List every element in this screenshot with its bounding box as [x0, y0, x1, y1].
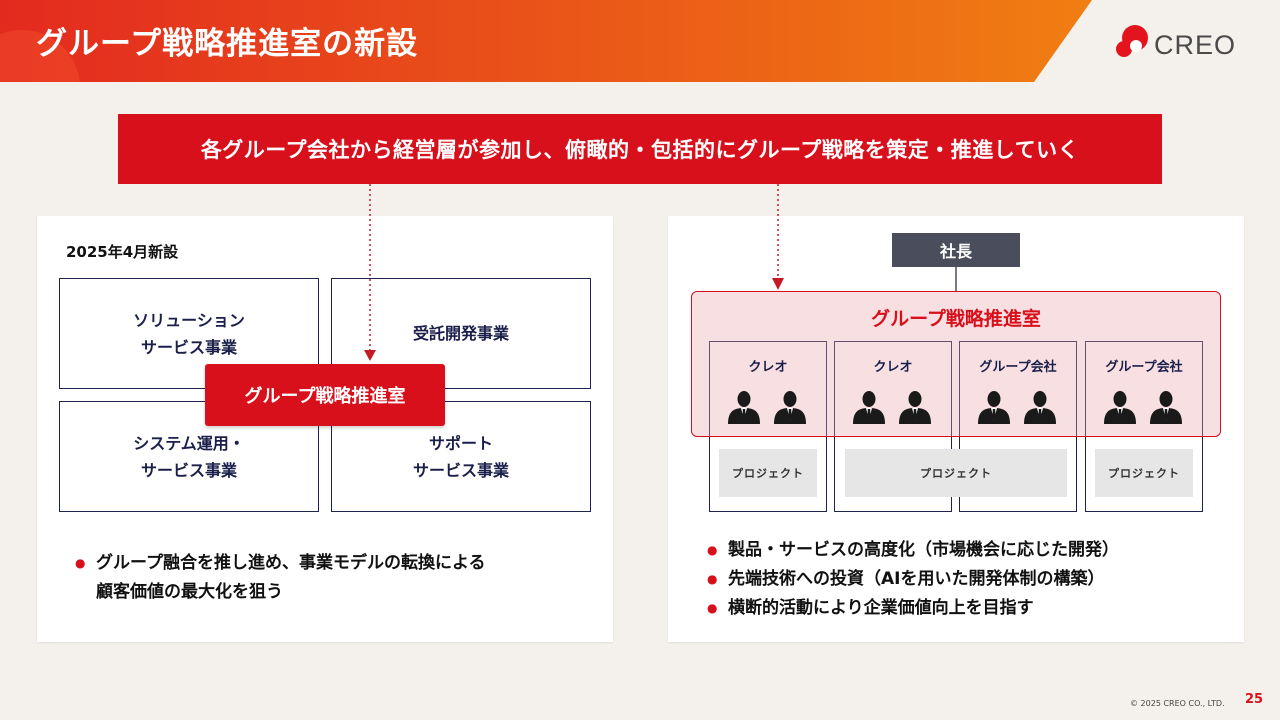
- group-strategy-office-box: グループ戦略推進室: [205, 364, 445, 426]
- member-column: [834, 341, 952, 512]
- dept-label-line: サービス事業: [140, 460, 237, 480]
- page-title: グループ戦略推進室の新設: [36, 26, 419, 62]
- member-column: [959, 341, 1077, 512]
- logo-text: CREO: [1154, 30, 1237, 60]
- list-item: ● 製品・サービスの高度化（市場機会に応じた開発）: [707, 536, 1228, 565]
- dept-label-line: システム運用・: [133, 433, 245, 453]
- member-label: クレオ: [748, 360, 788, 375]
- left-bullet: ● グループ融合を推し進め、事業モデルの転換による 顧客価値の最大化を狙う: [75, 549, 596, 607]
- bullet-dot-icon: ●: [75, 556, 86, 570]
- dept-label-line: サービス事業: [412, 460, 509, 480]
- strategy-banner: 各グループ会社から経営層が参加し、俯瞰的・包括的にグループ戦略を策定・推進してい…: [118, 114, 1162, 184]
- header-bar: [0, 0, 1092, 82]
- member-label: グループ会社: [979, 360, 1057, 375]
- bullet-dot-icon: ●: [707, 601, 718, 615]
- dept-label-line: ソリューション: [133, 310, 245, 330]
- president-box: 社長: [892, 233, 1020, 267]
- bullet-dot-icon: ●: [707, 543, 718, 557]
- bullet-dot-icon: ●: [707, 572, 718, 586]
- bullet-text: 製品・サービスの高度化（市場機会に応じた開発）: [728, 540, 1119, 560]
- banner-text: 各グループ会社から経営層が参加し、俯瞰的・包括的にグループ戦略を策定・推進してい…: [200, 138, 1080, 162]
- dept-label-line: サポート: [428, 433, 493, 453]
- bullet-line: グループ融合を推し進め、事業モデルの転換による: [96, 553, 486, 573]
- dept-label-line: 受託開発事業: [412, 324, 509, 343]
- bullet-text: 横断的活動により企業価値向上を目指す: [728, 598, 1034, 618]
- project-box: プロジェクト: [1095, 449, 1193, 497]
- list-item: ● 横断的活動により企業価値向上を目指す: [707, 594, 1228, 623]
- member-label: クレオ: [873, 360, 913, 375]
- left-arrow-connector: [364, 184, 376, 361]
- right-bullet-list: ● 製品・サービスの高度化（市場機会に応じた開発） ● 先端技術への投資（AIを用い…: [707, 536, 1228, 623]
- list-item: ● 先端技術への投資（AIを用いた開発体制の構築）: [707, 565, 1228, 594]
- page-number: 25: [1245, 692, 1264, 707]
- project-box: プロジェクト: [719, 449, 817, 497]
- dept-contract-development: 受託開発事業: [331, 278, 591, 389]
- copyright: © 2025 CREO CO., LTD.: [1130, 699, 1225, 708]
- established-label: 2025年4月新設: [66, 243, 179, 261]
- member-column: [709, 341, 827, 512]
- org-title: グループ戦略推進室: [871, 308, 1041, 330]
- member-label: グループ会社: [1105, 360, 1183, 375]
- project-box: プロジェクト: [845, 449, 1067, 497]
- member-column: [1085, 341, 1203, 512]
- creo-logo-icon: [1116, 25, 1148, 57]
- dept-label-line: サービス事業: [140, 337, 237, 357]
- president-connector: [955, 267, 957, 292]
- right-arrow-connector: [772, 184, 784, 290]
- bullet-text: 先端技術への投資（AIを用いた開発体制の構築）: [728, 569, 1105, 589]
- bullet-line: 顧客価値の最大化を狙う: [96, 582, 283, 602]
